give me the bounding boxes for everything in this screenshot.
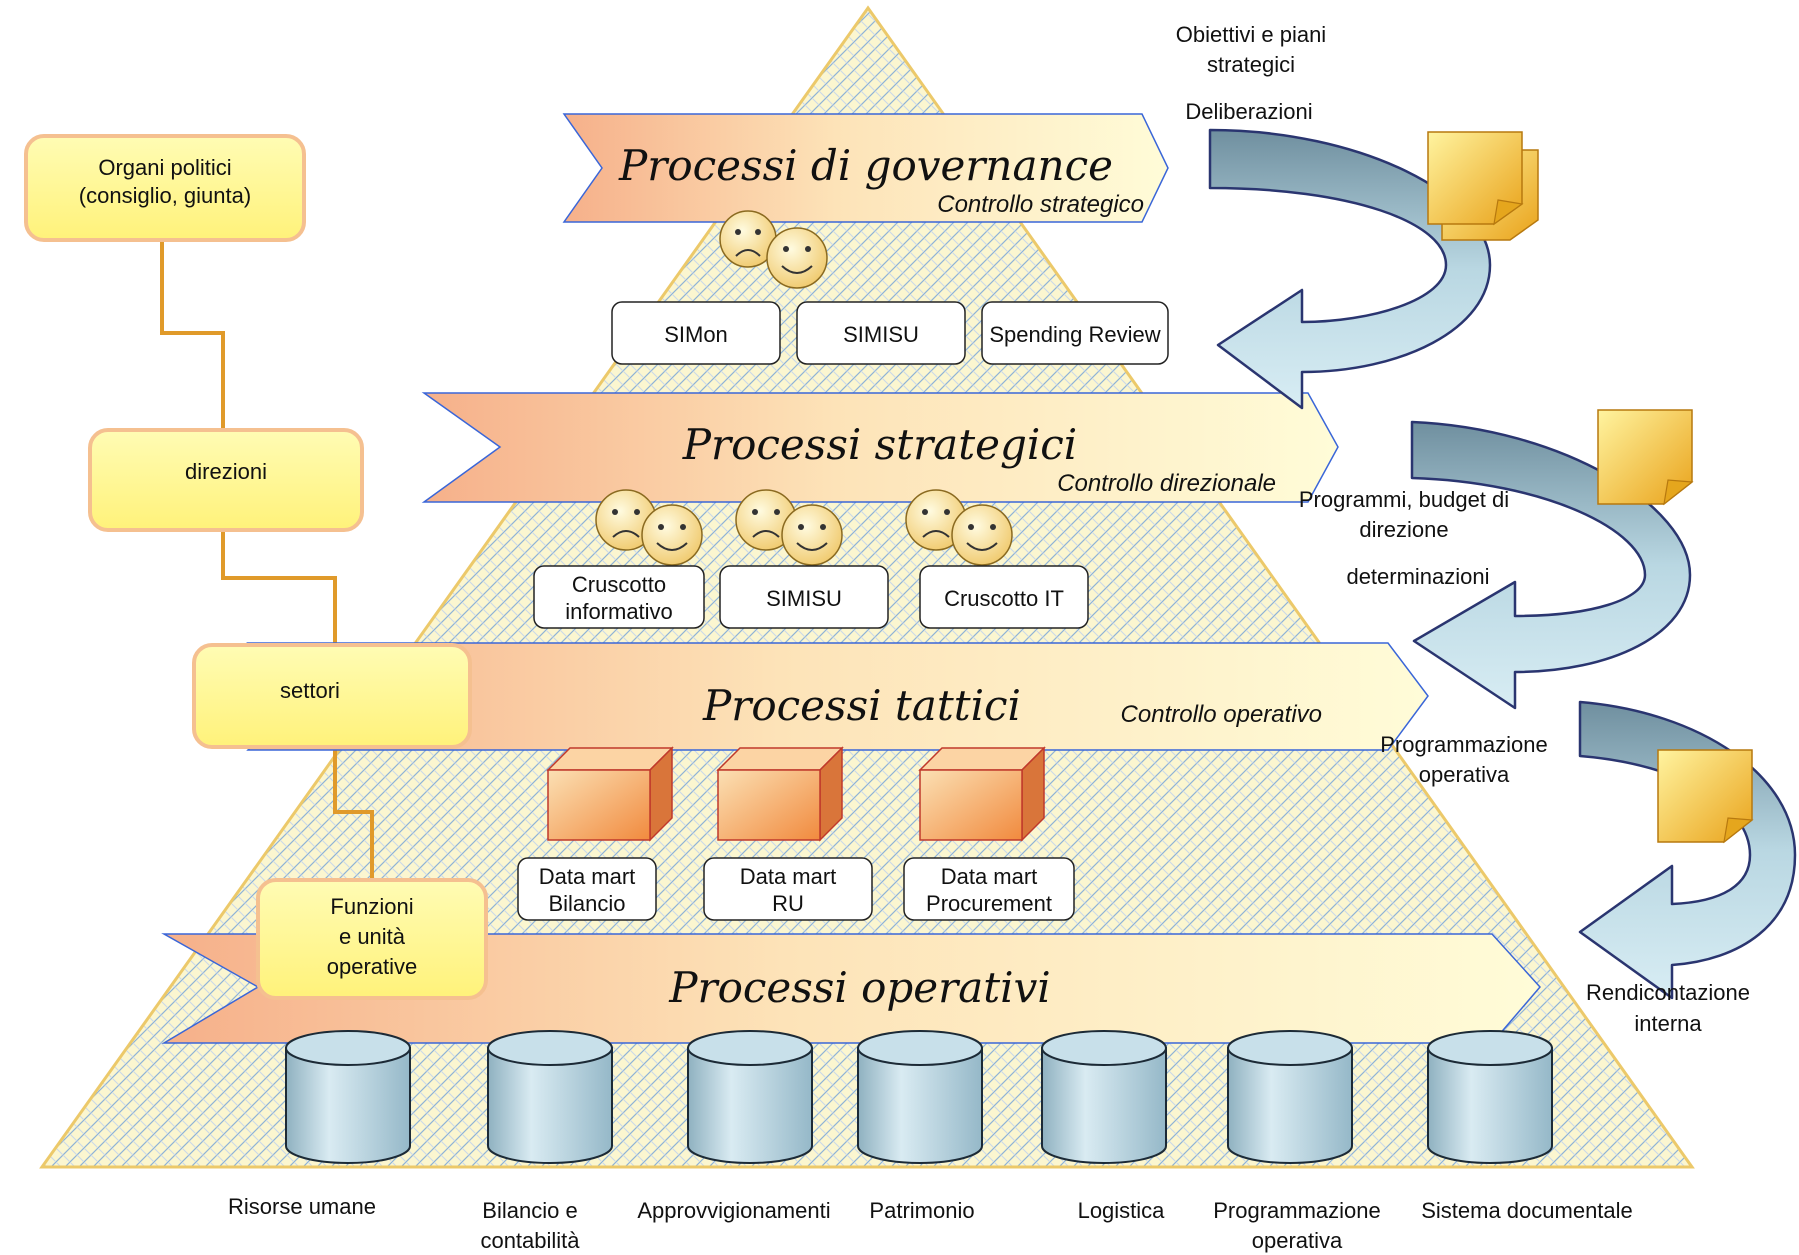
datamart-ru-line1: Data mart — [740, 864, 837, 889]
flow-programmazione-line1: Programmazione — [1380, 732, 1548, 757]
curved-arrow-icon-3 — [1578, 700, 1797, 1000]
cube-icon-bilancio — [546, 746, 674, 842]
happy-face-icon — [781, 504, 843, 566]
org-connectors — [160, 240, 374, 880]
org-box-organi: Organi politici (consiglio, giunta) — [24, 134, 306, 242]
db-label-programmazione-line1: Programmazione — [1213, 1198, 1381, 1223]
flow-deliberazioni: Deliberazioni — [1185, 99, 1312, 124]
system-box-simisu-str: SIMISU — [719, 565, 889, 629]
happy-face-icon — [641, 504, 703, 566]
document-icon-1 — [1427, 131, 1539, 241]
system-box-cruscotto-it: Cruscotto IT — [919, 565, 1089, 629]
cube-icon-ru — [716, 746, 844, 842]
db-label-documentale: Sistema documentale — [1421, 1198, 1633, 1223]
db-label-patrimonio: Patrimonio — [869, 1198, 974, 1223]
datamart-ru-line2: RU — [772, 891, 804, 916]
flow-determinazioni: determinazioni — [1346, 564, 1489, 589]
org-organi-line2: (consiglio, giunta) — [79, 183, 251, 208]
datamart-bilancio-line1: Data mart — [539, 864, 636, 889]
system-simisu-str-label: SIMISU — [766, 586, 842, 611]
band-strategici-sub: Controllo direzionale — [1057, 470, 1276, 497]
flow-programmazione-line2: operativa — [1419, 762, 1510, 787]
band-governance-sub: Controllo strategico — [937, 191, 1144, 218]
system-cruscotto-info-line1: Cruscotto — [572, 572, 666, 597]
database-icon-patrimonio — [857, 1030, 983, 1164]
cube-icon-procurement — [918, 746, 1046, 842]
band-governance: Processi di governance Controllo strateg… — [562, 113, 1169, 223]
datamart-box-bilancio: Data mart Bilancio — [517, 857, 657, 921]
db-label-approvvigionamenti: Approvvigionamenti — [637, 1198, 830, 1223]
system-cruscotto-info-line2: informativo — [565, 599, 673, 624]
db-label-risorse: Risorse umane — [228, 1194, 376, 1219]
org-box-settori: settori — [192, 643, 472, 749]
org-direzioni-label: direzioni — [185, 459, 267, 484]
smiley-pair-strategici-2 — [735, 489, 843, 566]
org-settori-label: settori — [280, 678, 340, 703]
org-organi-line1: Organi politici — [98, 155, 231, 180]
db-label-logistica: Logistica — [1078, 1198, 1166, 1223]
database-icon-documentale — [1427, 1030, 1553, 1164]
band-strategici: Processi strategici Controllo direzional… — [421, 392, 1339, 503]
database-icon-logistica — [1041, 1030, 1167, 1164]
org-funzioni-line2: e unità — [339, 924, 406, 949]
document-icon-2 — [1597, 409, 1694, 506]
smiley-pair-strategici-3 — [905, 489, 1013, 566]
datamart-procurement-line2: Procurement — [926, 891, 1052, 916]
database-icon-approvvigionamenti — [687, 1030, 813, 1164]
system-cruscotto-it-label: Cruscotto IT — [944, 586, 1064, 611]
band-operativi-title: Processi operativi — [668, 963, 1051, 1012]
flow-rendicontazione-line2: interna — [1634, 1011, 1702, 1036]
band-tattici-title: Processi tattici — [702, 681, 1021, 730]
band-operativi: Processi operativi — [161, 933, 1541, 1044]
system-simisu-gov-label: SIMISU — [843, 322, 919, 347]
flow-programmi-line2: direzione — [1359, 517, 1448, 542]
smiley-pair-strategici-1 — [595, 489, 703, 566]
document-icon-3 — [1657, 749, 1754, 844]
system-box-simon: SIMon — [611, 301, 781, 365]
datamart-box-ru: Data mart RU — [703, 857, 873, 921]
band-governance-title: Processi di governance — [618, 141, 1113, 190]
db-label-bilancio-line1: Bilancio e — [482, 1198, 577, 1223]
band-tattici: Processi tattici Controllo operativo — [246, 642, 1429, 751]
band-tattici-sub: Controllo operativo — [1121, 701, 1322, 728]
flow-programmi-line1: Programmi, budget di — [1299, 487, 1509, 512]
flow-obiettivi-line1: Obiettivi e piani — [1176, 22, 1326, 47]
system-box-simisu-gov: SIMISU — [796, 301, 966, 365]
flow-rendicontazione-line1: Rendicontazione — [1586, 980, 1750, 1005]
database-cylinders — [285, 1030, 1553, 1164]
datamart-bilancio-line2: Bilancio — [548, 891, 625, 916]
db-label-bilancio-line2: contabilità — [480, 1228, 580, 1253]
system-box-spending-review: Spending Review — [981, 301, 1169, 365]
system-box-cruscotto-informativo: Cruscotto informativo — [533, 565, 705, 629]
database-icon-risorse — [285, 1030, 411, 1164]
smiley-pair-governance — [719, 210, 828, 289]
database-icon-bilancio — [487, 1030, 613, 1164]
flow-obiettivi-line2: strategici — [1207, 52, 1295, 77]
database-icon-programmazione — [1227, 1030, 1353, 1164]
db-label-programmazione-line2: operativa — [1252, 1228, 1343, 1253]
org-funzioni-line1: Funzioni — [330, 894, 413, 919]
band-strategici-title: Processi strategici — [682, 420, 1077, 469]
system-spending-review-label: Spending Review — [989, 322, 1160, 347]
datamart-box-procurement: Data mart Procurement — [903, 857, 1075, 921]
system-simon-label: SIMon — [664, 322, 728, 347]
datamart-procurement-line1: Data mart — [941, 864, 1038, 889]
org-box-direzioni: direzioni — [88, 428, 364, 532]
happy-face-icon — [951, 504, 1013, 566]
org-box-funzioni: Funzioni e unità operative — [256, 878, 488, 1000]
org-funzioni-line3: operative — [327, 954, 418, 979]
happy-face-icon — [766, 227, 828, 289]
